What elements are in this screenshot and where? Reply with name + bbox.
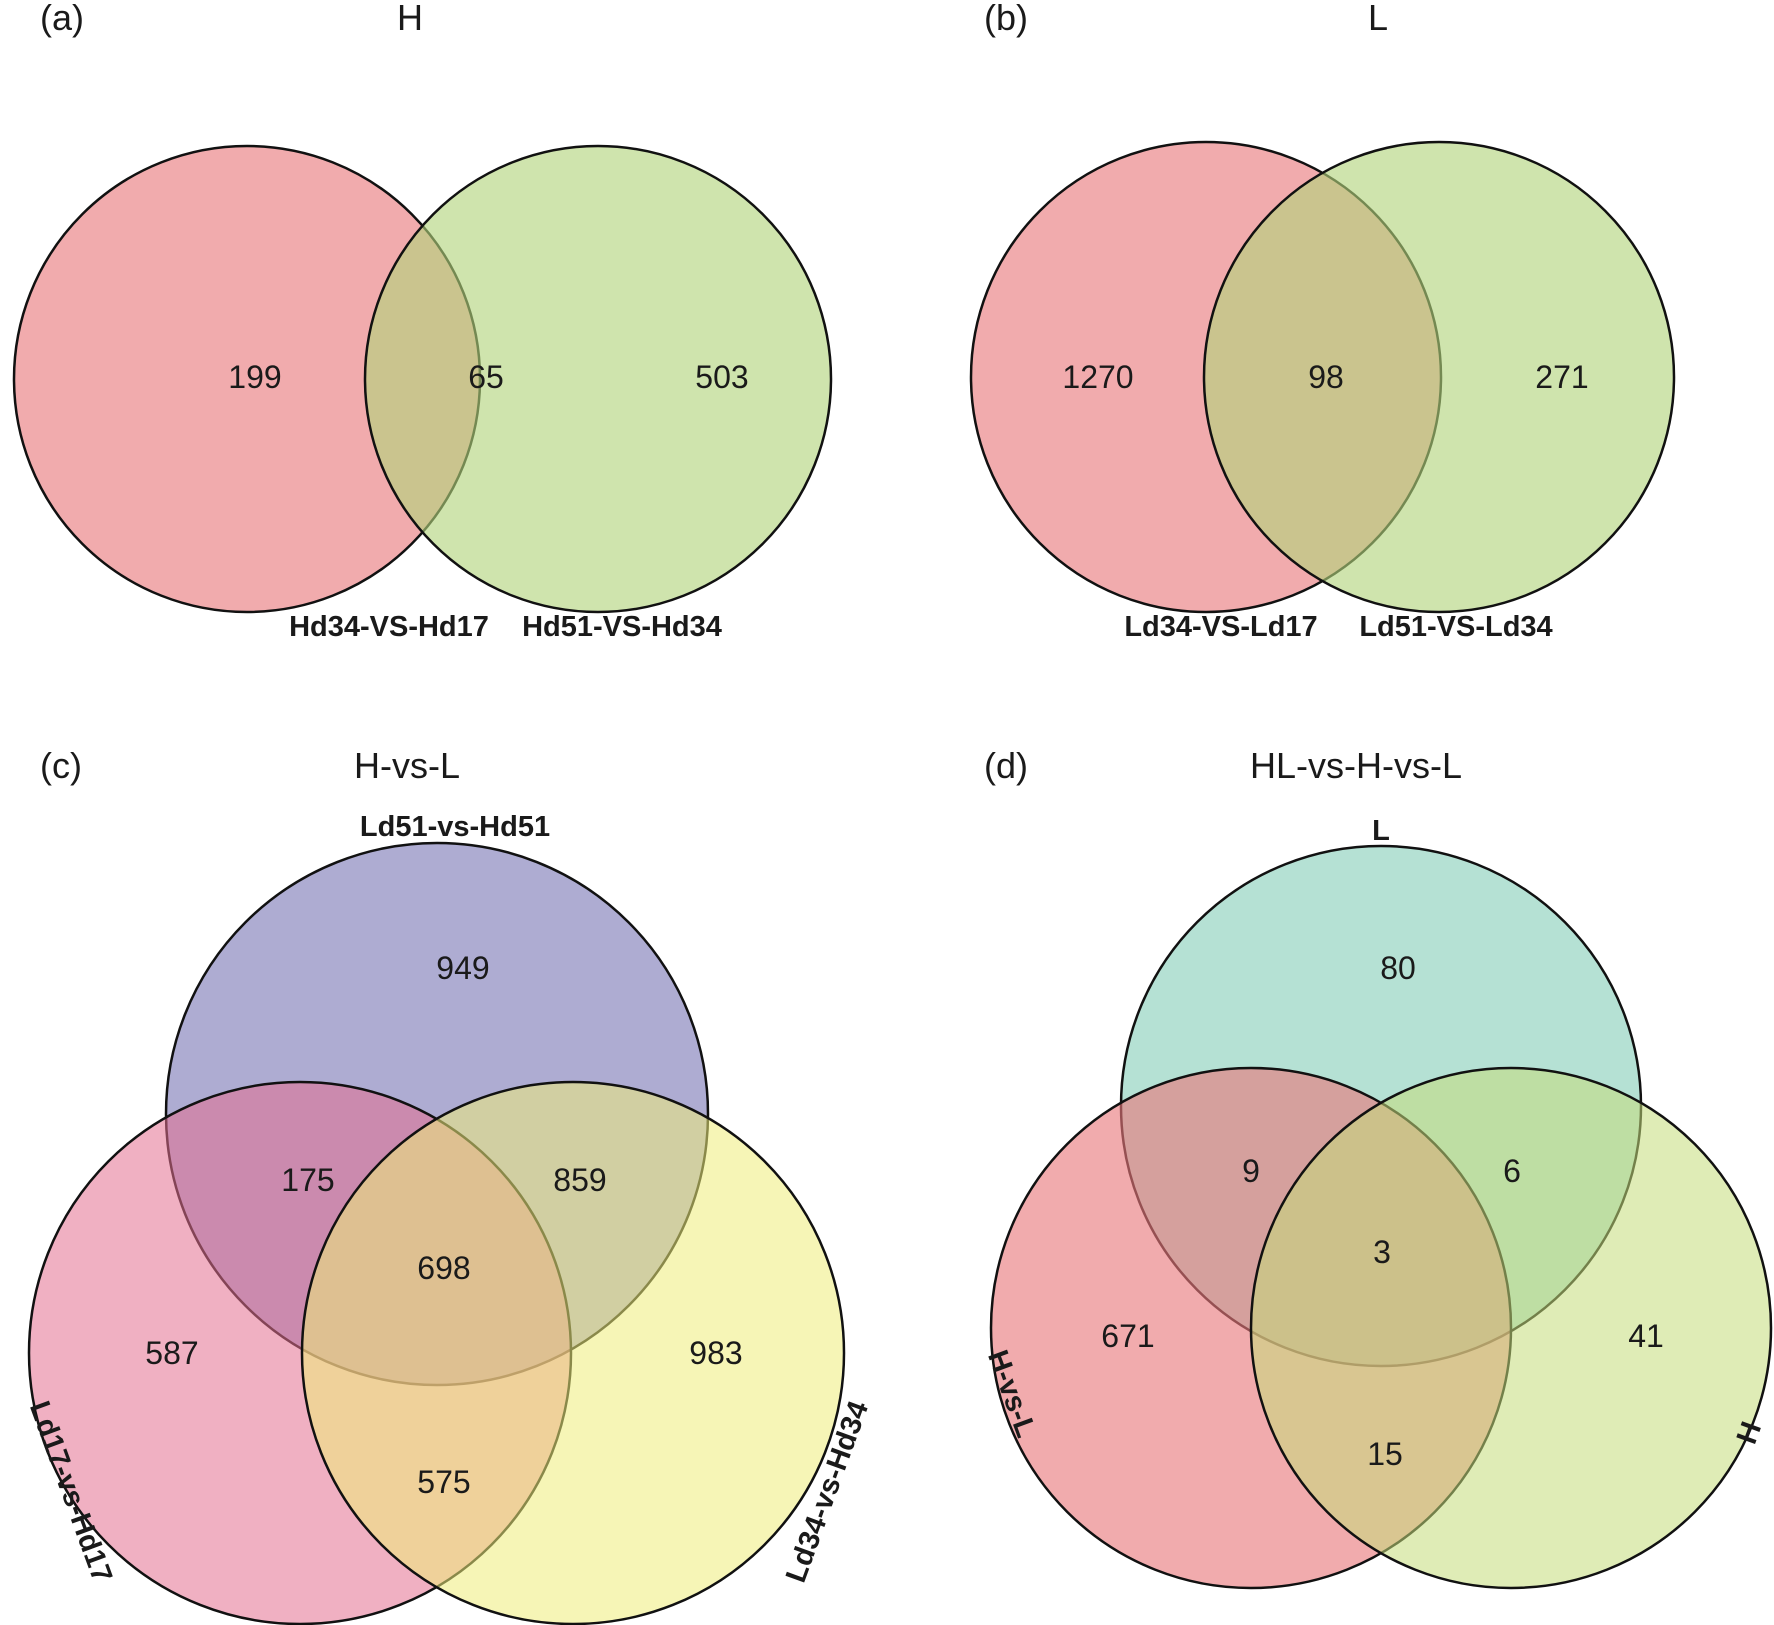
panel-d-count-top-left: 9: [1242, 1153, 1260, 1189]
panel-d-count-left-only: 671: [1101, 1318, 1154, 1354]
panel-c-count-right-only: 983: [689, 1335, 742, 1371]
panel-c-set-3-circle: [300, 1080, 846, 1625]
panel-d-count-top-right: 6: [1503, 1153, 1521, 1189]
panel-b: (b) L 1270 98 271 Ld34-VS-Ld17 Ld51-VS-L…: [969, 0, 1676, 643]
panel-a-count-only-2: 503: [695, 359, 748, 395]
panel-b-tag: (b): [984, 0, 1028, 38]
panel-c-set-1-label: Ld51-vs-Hd51: [360, 811, 550, 843]
panel-d-tag: (d): [984, 745, 1028, 786]
panel-b-count-only-2: 271: [1535, 359, 1588, 395]
panel-c-tag: (c): [40, 745, 82, 786]
panel-c: (c) H-vs-L 949 175 859 698 587 983 575 L…: [23, 745, 875, 1625]
panel-d-count-right-only: 41: [1628, 1318, 1664, 1354]
panel-a-set-2-circle: [363, 144, 833, 614]
panel-d-set-1-label: L: [1372, 815, 1390, 847]
panel-c-count-left-right: 575: [417, 1464, 470, 1500]
panel-b-set-2-label: Ld51-VS-Ld34: [1359, 611, 1552, 643]
panel-d-count-left-right: 15: [1367, 1436, 1403, 1472]
panel-c-count-left-only: 587: [145, 1335, 198, 1371]
panel-a-count-only-1: 199: [228, 359, 281, 395]
panel-b-title: L: [1368, 0, 1388, 38]
panel-b-count-only-1: 1270: [1062, 359, 1133, 395]
panel-d-title: HL-vs-H-vs-L: [1250, 745, 1462, 786]
panel-d-count-all: 3: [1373, 1234, 1391, 1270]
panel-a-count-both: 65: [468, 359, 504, 395]
panel-a-set-1-label: Hd34-VS-Hd17: [289, 611, 489, 643]
panel-c-count-all: 698: [417, 1250, 470, 1286]
panel-c-count-top-left: 175: [281, 1162, 334, 1198]
panel-d-set-3-circle: [1249, 1066, 1773, 1590]
panel-c-count-top-right: 859: [553, 1162, 606, 1198]
panel-b-set-2-circle: [1202, 140, 1676, 614]
panel-a-set-2-label: Hd51-VS-Hd34: [522, 611, 722, 643]
panel-d-count-top-only: 80: [1380, 950, 1416, 986]
panel-d: (d) HL-vs-H-vs-L 80 9 6 3 671 41 15 L H-…: [981, 745, 1773, 1590]
panel-c-title: H-vs-L: [354, 745, 460, 786]
panel-b-set-1-label: Ld34-VS-Ld17: [1124, 611, 1317, 643]
panel-a: (a) H 199 65 503 Hd34-VS-Hd17 Hd51-VS-Hd…: [12, 0, 833, 643]
panel-a-title: H: [397, 0, 423, 38]
panel-a-tag: (a): [40, 0, 84, 38]
panel-b-count-both: 98: [1308, 359, 1344, 395]
panel-c-count-top-only: 949: [436, 950, 489, 986]
